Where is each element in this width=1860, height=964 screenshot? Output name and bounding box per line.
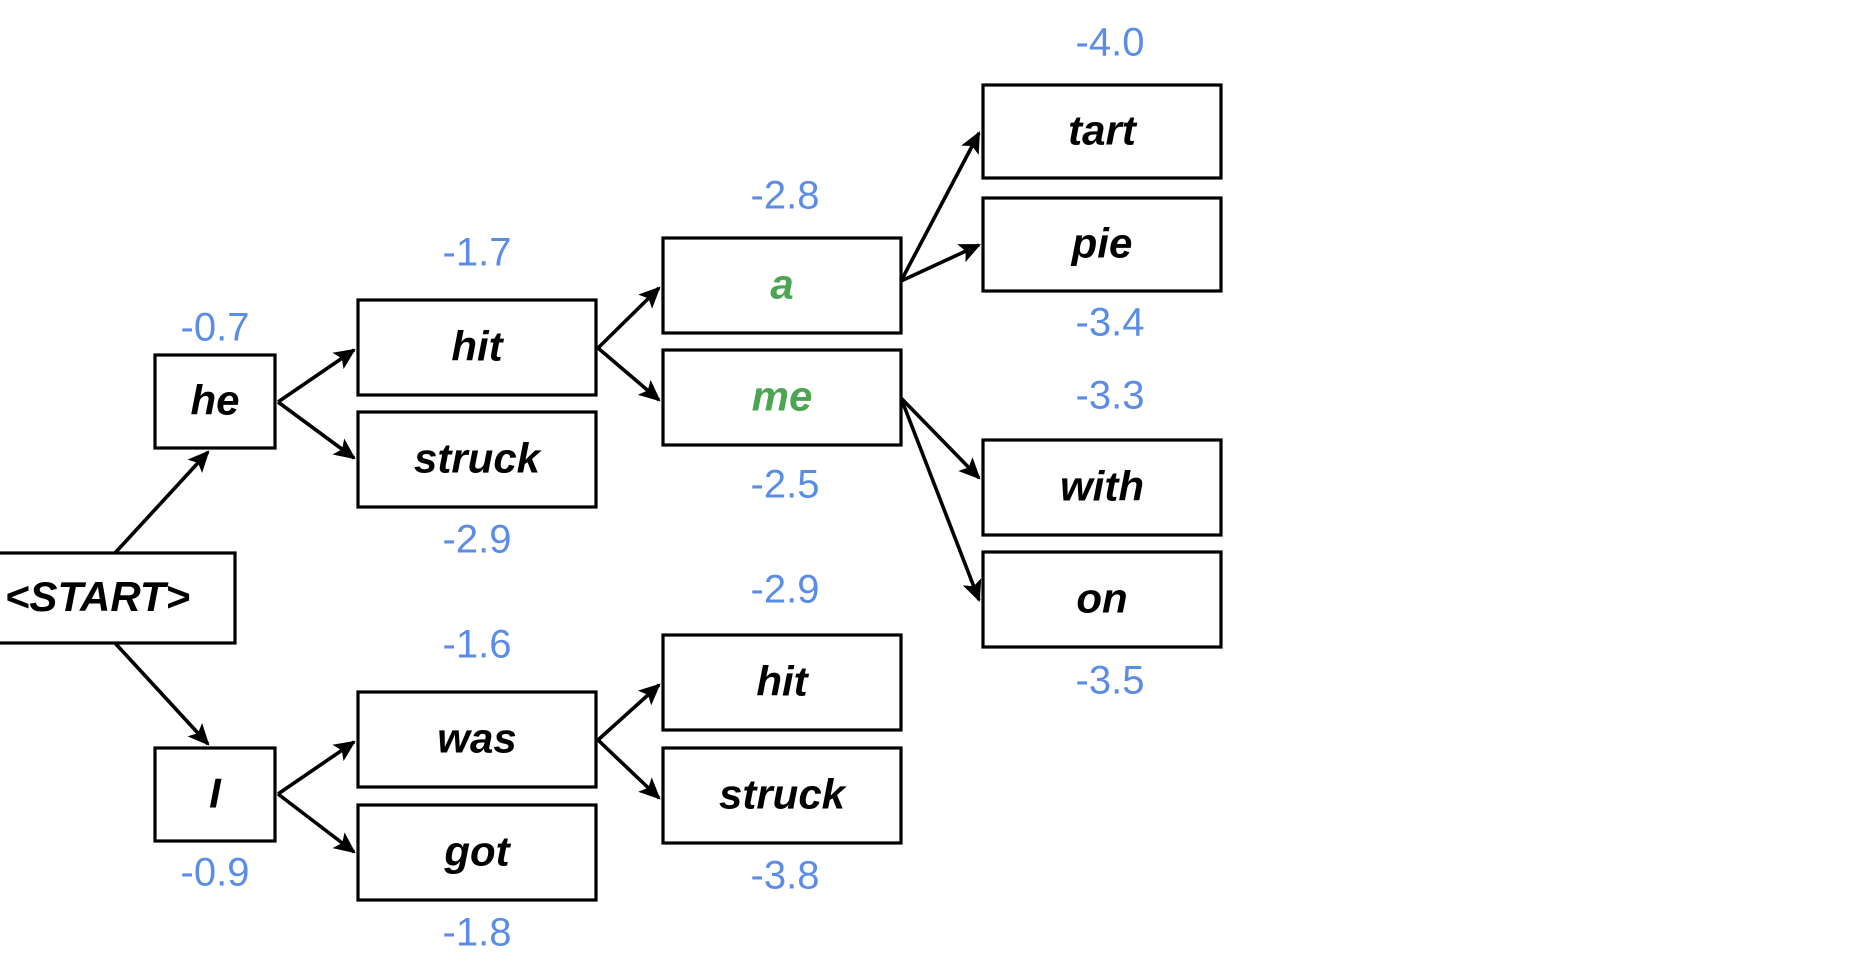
score-label-struck_top: -2.9: [443, 518, 512, 562]
node-hit_bot[interactable]: hit: [661, 633, 903, 732]
edge-was-struck: [596, 738, 661, 800]
edge-i-was: [276, 740, 356, 796]
node-a[interactable]: a: [661, 236, 903, 335]
node-he[interactable]: he: [153, 353, 277, 450]
node-token-he: he: [190, 377, 239, 424]
edge-a-pie: [900, 243, 981, 283]
edge-me-on: [899, 397, 982, 603]
scores-layer: -0.7 -0.9 -1.7 -2.9 -1.6 -1.8 -2.8 -2.5 -2.9 -3.8…: [181, 21, 1145, 955]
node-box-was[interactable]: [356, 690, 598, 789]
node-i[interactable]: I: [153, 746, 277, 843]
node-start[interactable]: <START>: [0, 551, 237, 645]
node-token-me: me: [752, 373, 813, 420]
node-box-hit_bot[interactable]: [661, 633, 903, 732]
node-on[interactable]: on: [981, 550, 1223, 649]
node-box-start[interactable]: [0, 551, 237, 645]
node-box-struck_top[interactable]: [356, 410, 598, 509]
node-box-a[interactable]: [661, 236, 903, 335]
node-token-struck_bot: struck: [719, 771, 848, 818]
node-token-hit_top: hit: [451, 323, 504, 370]
edge-me-with: [899, 396, 981, 480]
node-token-start: <START>: [5, 573, 190, 620]
edge-hit-me: [596, 346, 661, 402]
node-token-struck_top: struck: [414, 435, 543, 482]
node-hit_top[interactable]: hit: [356, 298, 598, 397]
edge-was-hit: [596, 683, 661, 742]
node-box-he[interactable]: [153, 353, 277, 450]
edge-he-struck: [276, 400, 356, 460]
node-box-with[interactable]: [981, 438, 1223, 537]
score-label-pie: -3.4: [1076, 301, 1145, 345]
node-token-got: got: [443, 828, 511, 875]
score-label-a: -2.8: [751, 174, 820, 218]
node-got[interactable]: got: [356, 803, 598, 902]
node-box-me[interactable]: [661, 348, 903, 447]
score-label-he: -0.7: [181, 306, 250, 350]
score-label-tart: -4.0: [1076, 21, 1145, 65]
node-tart[interactable]: tart: [981, 83, 1223, 180]
node-struck_top[interactable]: struck: [356, 410, 598, 509]
score-label-struck_bot: -3.8: [751, 854, 820, 898]
node-box-struck_bot[interactable]: [661, 746, 903, 845]
score-label-me: -2.5: [751, 463, 820, 507]
node-box-pie[interactable]: [981, 196, 1223, 293]
score-label-hit_bot: -2.9: [751, 568, 820, 612]
score-label-hit_top: -1.7: [443, 231, 512, 275]
node-struck_bot[interactable]: struck: [661, 746, 903, 845]
node-box-got[interactable]: [356, 803, 598, 902]
node-box-on[interactable]: [981, 550, 1223, 649]
node-was[interactable]: was: [356, 690, 598, 789]
edge-start-he: [113, 450, 210, 555]
edge-hit-a: [596, 286, 661, 350]
node-me[interactable]: me: [661, 348, 903, 447]
node-pie[interactable]: pie: [981, 196, 1223, 293]
node-token-with: with: [1060, 463, 1144, 510]
node-with[interactable]: with: [981, 438, 1223, 537]
score-label-was: -1.6: [443, 623, 512, 667]
score-label-on: -3.5: [1076, 659, 1145, 703]
edge-i-got: [276, 792, 356, 854]
score-label-i: -0.9: [181, 851, 250, 895]
node-token-i: I: [209, 770, 222, 817]
node-box-i[interactable]: [153, 746, 277, 843]
node-token-a: a: [770, 261, 793, 308]
score-label-got: -1.8: [443, 911, 512, 955]
edge-he-hit: [276, 348, 356, 404]
node-box-tart[interactable]: [981, 83, 1223, 180]
node-token-tart: tart: [1068, 107, 1138, 154]
edge-a-tart: [899, 131, 981, 282]
node-token-hit_bot: hit: [756, 658, 809, 705]
node-box-hit_top[interactable]: [356, 298, 598, 397]
node-token-on: on: [1076, 575, 1127, 622]
node-token-was: was: [437, 715, 516, 762]
node-token-pie: pie: [1071, 220, 1133, 267]
edge-start-i: [113, 641, 210, 746]
edges-layer: [113, 131, 982, 854]
score-label-with: -3.3: [1076, 374, 1145, 418]
